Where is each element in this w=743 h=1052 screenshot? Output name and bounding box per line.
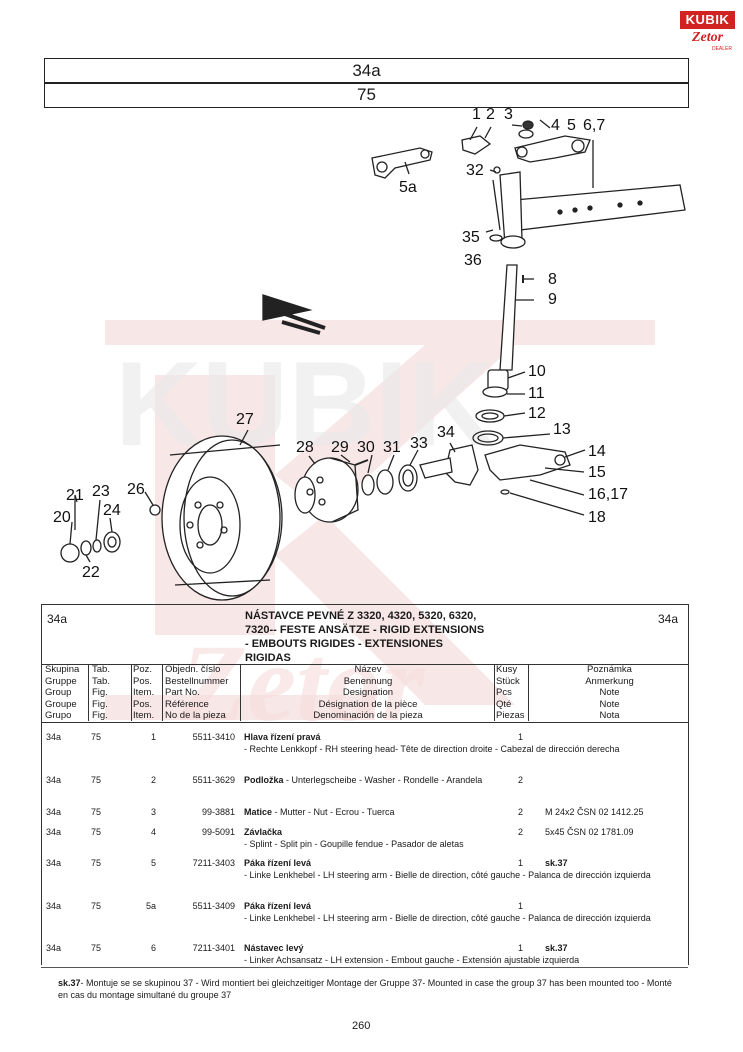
callout-18: 18 (588, 509, 606, 526)
col-divider (162, 664, 163, 721)
callout-36: 36 (464, 252, 482, 269)
callout-33: 33 (410, 435, 428, 452)
section-code-right: 34a (658, 612, 679, 626)
callout-29: 29 (331, 439, 349, 456)
callout-28: 28 (296, 439, 314, 456)
callout-5a: 5a (399, 179, 417, 196)
column-header-band (41, 664, 688, 723)
page-number: 260 (352, 1020, 371, 1032)
callout-35: 35 (462, 229, 480, 246)
group-header: 34a (44, 58, 689, 84)
callout-11: 11 (528, 385, 545, 402)
callout-3: 3 (504, 106, 513, 123)
callout-22: 22 (82, 564, 100, 581)
col-divider (494, 664, 495, 721)
col-divider (528, 664, 529, 721)
section-title-line-3: - EMBOUTS RIGIDES - EXTENSIONES (245, 638, 444, 650)
section-title-line-4: RIGIDAS (245, 652, 291, 664)
logo-dealer: DEALER (711, 46, 732, 52)
callout-21: 21 (66, 487, 84, 504)
callout-31: 31 (383, 439, 401, 456)
col-header-pos: Poz.Pos.Item.Pos.Item. (133, 664, 155, 721)
callout-30: 30 (357, 439, 375, 456)
section-code-left: 34a (47, 612, 68, 626)
footnote: sk.37- Montuje se se skupinou 37 - Wird … (58, 978, 672, 1000)
callout-9: 9 (548, 291, 557, 308)
callout-6-7: 6,7 (583, 117, 606, 134)
col-header-table: Tab.Tab.Fig.Fig.Fig. (92, 664, 110, 721)
logo-sub: Zetor (691, 30, 724, 45)
callout-27: 27 (236, 411, 254, 428)
callout-34: 34 (437, 424, 455, 441)
callout-20: 20 (53, 509, 71, 526)
kubik-zetor-logo: KUBIK Zetor DEALER (680, 11, 735, 61)
callout-14: 14 (588, 443, 606, 460)
col-divider (131, 664, 132, 721)
parts-table-frame (41, 604, 689, 965)
callout-8: 8 (548, 271, 557, 288)
section-title-line-1: NÁSTAVCE PEVNÉ Z 3320, 4320, 5320, 6320, (245, 610, 477, 622)
callout-4: 4 (551, 117, 560, 134)
footnote-rule (41, 967, 688, 968)
col-divider (240, 664, 241, 721)
logo-brand: KUBIK (680, 11, 735, 29)
callout-2: 2 (486, 106, 495, 123)
callout-10: 10 (528, 363, 546, 380)
callout-16-17: 16,17 (588, 486, 629, 503)
section-title-line-2: 7320-- FESTE ANSÄTZE - RIGID EXTENSIONS (245, 624, 485, 636)
callout-1: 1 (472, 106, 481, 123)
callout-23: 23 (92, 483, 110, 500)
callout-12: 12 (528, 405, 546, 422)
exploded-parts-diagram (60, 119, 686, 601)
callout-13: 13 (553, 421, 571, 438)
callout-5: 5 (567, 117, 576, 134)
callout-24: 24 (103, 502, 121, 519)
table-header: 75 (44, 82, 689, 108)
col-divider (88, 664, 89, 721)
callout-32: 32 (466, 162, 484, 179)
callout-26: 26 (127, 481, 145, 498)
callout-15: 15 (588, 464, 606, 481)
